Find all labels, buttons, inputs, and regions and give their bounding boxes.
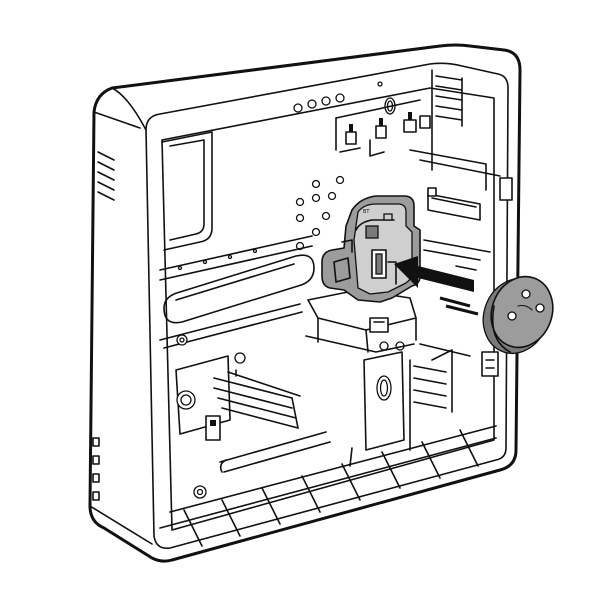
upper-left-recess (161, 131, 213, 251)
insert-arrow (394, 256, 479, 316)
top-right-ribs (409, 69, 501, 191)
housing-back-plate (88, 43, 522, 563)
lower-right-ribs (363, 343, 471, 451)
battery-holder: BT (321, 195, 421, 303)
cable-slot (163, 254, 315, 324)
housing-front-rim (145, 62, 509, 550)
top-terminals (335, 99, 431, 157)
holder-marking-label: BT (363, 209, 370, 215)
side-notches (92, 437, 100, 501)
right-side-tab (499, 177, 513, 201)
coin-battery (482, 275, 554, 354)
support-bracket (305, 289, 417, 353)
battery-hole-right (535, 303, 545, 313)
bottom-channel (193, 369, 331, 499)
middle-rail (159, 235, 313, 349)
side-vent-slots (97, 151, 115, 201)
housing-left-wall (111, 87, 147, 131)
battery-hole-left (507, 311, 517, 321)
bottom-fins (159, 425, 497, 547)
mounting-hole-grid (295, 175, 345, 251)
lower-rib-set (213, 371, 301, 429)
right-connector-rail (423, 187, 491, 261)
lower-left-boss (175, 352, 246, 441)
battery-hole-top (521, 289, 531, 299)
arrow-head-icon (394, 256, 474, 292)
